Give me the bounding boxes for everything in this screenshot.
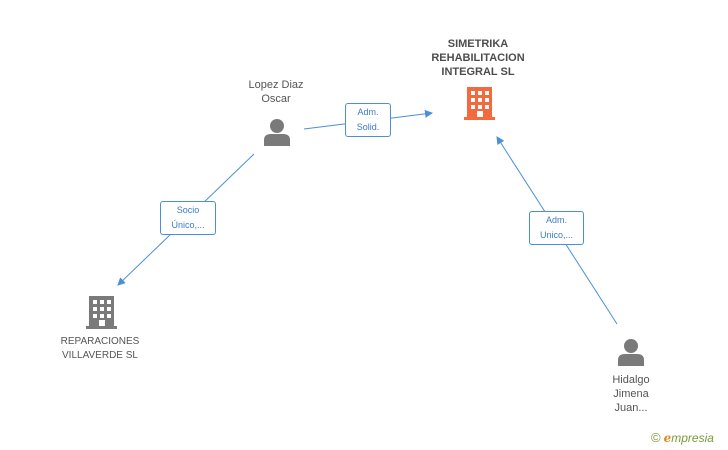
lopez-label-line-2: Oscar: [261, 93, 291, 105]
empresia-watermark: ©empresia: [651, 430, 714, 445]
lopez-person-icon[interactable]: [264, 119, 290, 146]
empresia-logo-text: mpresia: [671, 431, 714, 445]
edge-label-lopez-simetrika-line-1: Adm.: [357, 107, 379, 117]
edge-label-lopez-reparaciones[interactable]: Socio Único,...: [160, 201, 216, 235]
hidalgo-label-line-2: Jimena: [613, 388, 649, 400]
edge-label-hidalgo-simetrika[interactable]: Adm. Unico,...: [529, 211, 584, 245]
simetrika-label-line-2: REHABILITACION: [431, 52, 525, 64]
edge-label-lopez-simetrika-line-2: Solid.: [356, 122, 380, 132]
reparaciones-label-line-2: VILLAVERDE SL: [62, 350, 138, 361]
lopez-label-line-1: Lopez Diaz: [248, 79, 304, 91]
edge-label-lopez-reparaciones-line-1: Socio: [176, 205, 200, 215]
reparaciones-label[interactable]: REPARACIONES VILLAVERDE SL: [44, 335, 156, 363]
reparaciones-label-line-1: REPARACIONES: [60, 336, 140, 347]
hidalgo-label-line-3: Juan...: [614, 402, 648, 414]
lopez-label[interactable]: Lopez Diaz Oscar: [236, 78, 316, 106]
copyright-symbol: ©: [651, 430, 661, 445]
hidalgo-person-icon[interactable]: [618, 339, 644, 366]
simetrika-label-line-3: INTEGRAL SL: [441, 66, 515, 78]
edge-label-lopez-reparaciones-line-2: Único,...: [171, 220, 205, 230]
simetrika-label-line-1: SIMETRIKA: [447, 38, 509, 50]
simetrika-building-icon[interactable]: [464, 87, 495, 120]
hidalgo-label-line-1: Hidalgo: [612, 374, 650, 386]
empresia-logo-e: e: [663, 431, 672, 445]
simetrika-label[interactable]: SIMETRIKA REHABILITACION INTEGRAL SL: [418, 37, 538, 79]
edge-label-hidalgo-simetrika-line-1: Adm.: [545, 215, 567, 225]
hidalgo-label[interactable]: Hidalgo Jimena Juan...: [596, 373, 666, 415]
reparaciones-building-icon[interactable]: [86, 296, 117, 329]
edge-label-hidalgo-simetrika-line-2: Unico,...: [539, 230, 573, 240]
edge-label-lopez-simetrika[interactable]: Adm. Solid.: [345, 103, 391, 137]
